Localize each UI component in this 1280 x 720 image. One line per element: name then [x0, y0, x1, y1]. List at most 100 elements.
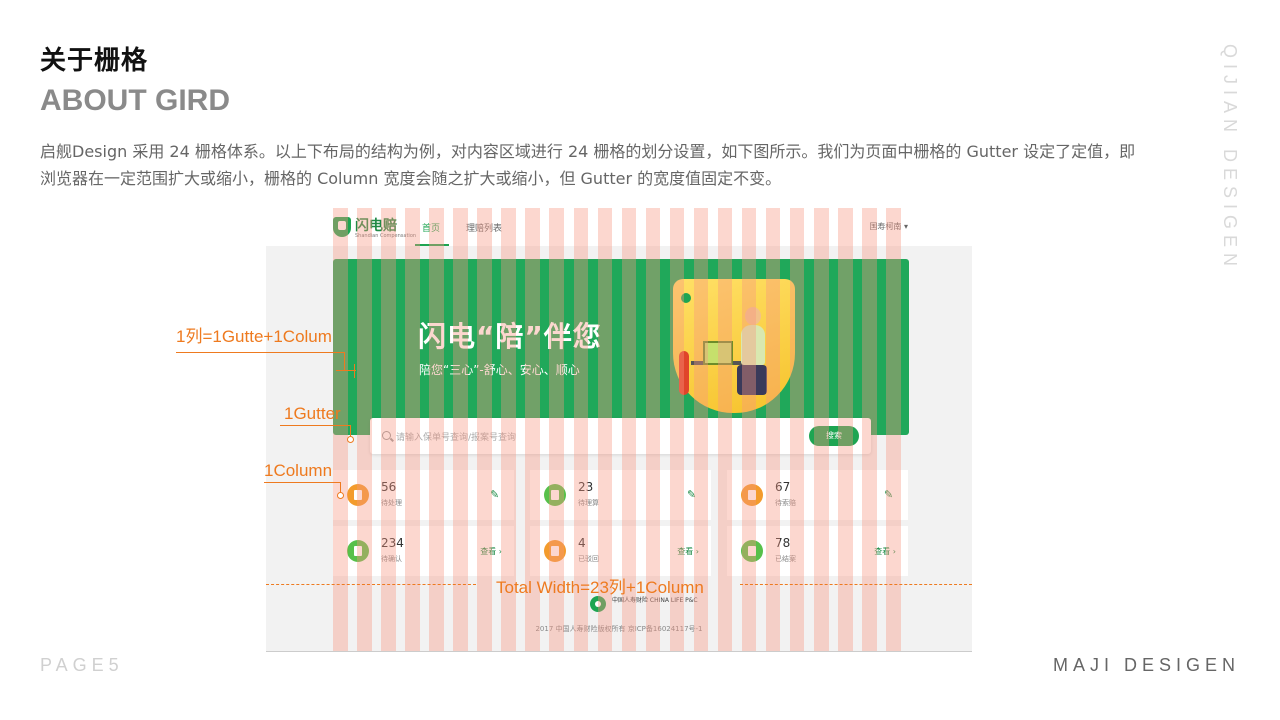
- nav-user-menu[interactable]: 国寿柯南 ▾: [869, 222, 908, 231]
- annotation-marker-dot: [347, 436, 354, 443]
- monitor-illustration: [703, 341, 733, 365]
- annotation-leader-line: [176, 352, 344, 353]
- grid-column: [573, 208, 588, 651]
- stat-label: 待处理: [381, 499, 402, 507]
- stat-label: 待确认: [381, 555, 402, 563]
- annotation-column-formula: 1列=1Gutte+1Colum: [176, 327, 332, 346]
- grid-column: [405, 208, 420, 651]
- annotation-leader-line: [280, 425, 350, 426]
- nav-active-indicator: [415, 244, 449, 246]
- mockup-logo-text: 闪电赔: [355, 218, 397, 234]
- pencil-icon[interactable]: ✎: [687, 488, 697, 501]
- stat-card-confirm[interactable]: 234 待确认 查看 ›: [333, 526, 514, 576]
- shield-logo-icon: [333, 217, 351, 237]
- brand-mini-icon: [681, 293, 691, 303]
- annotation-leader-line: [264, 482, 340, 483]
- annotation-bracket-line: [336, 370, 356, 371]
- grid-column: [862, 208, 877, 651]
- grid-column: [477, 208, 492, 651]
- stat-label: 已结案: [775, 555, 796, 563]
- annotation-leader-line: [340, 482, 341, 493]
- calendar-icon: [544, 540, 566, 562]
- grid-column: [886, 208, 901, 651]
- grid-column: [814, 208, 829, 651]
- person-legs-illustration: [737, 365, 767, 395]
- mockup-logo-subtext: Shandian Compensation: [355, 233, 417, 239]
- banner-subtitle: 陪您“三心”-舒心、安心、顺心: [419, 363, 580, 377]
- grid-column: [789, 208, 805, 651]
- stat-value: 23: [578, 480, 594, 494]
- hero-banner: 闪电“陪”伴您 陪您“三心”-舒心、安心、顺心: [333, 259, 909, 435]
- banner-title: 闪电“陪”伴您: [418, 320, 602, 353]
- annotation-bracket-line: [354, 364, 355, 378]
- person-illustration: [741, 325, 765, 365]
- document-icon: [741, 540, 763, 562]
- footer-brand-text: 中国人寿财险 CHINA LIFE P&C: [612, 597, 698, 604]
- annotation-leader-line: [344, 352, 345, 370]
- document-icon: [741, 484, 763, 506]
- stat-card-pending[interactable]: 56 待处理 ✎: [333, 470, 514, 520]
- search-input[interactable]: 请输入保单号查询/报案号查询: [396, 433, 517, 443]
- stat-value: 234: [381, 536, 404, 550]
- stat-card-calculating[interactable]: 23 待理算 ✎: [530, 470, 711, 520]
- app-mockup: 闪电赔 Shandian Compensation 首页 理赔列表 国寿柯南 ▾…: [266, 208, 972, 652]
- page-title: 关于栅格: [40, 46, 149, 76]
- nav-item-home[interactable]: 首页: [422, 224, 441, 234]
- footer-copyright: 2017 中国人寿财险版权所有 京ICP备16024117号-1: [535, 625, 703, 633]
- page-subtitle: ABOUT GIRD: [40, 84, 230, 117]
- search-button[interactable]: 搜索: [809, 426, 859, 446]
- person-head-illustration: [745, 307, 761, 325]
- stat-value: 67: [775, 480, 791, 494]
- grid-column: [597, 208, 613, 651]
- annotation-leader-line: [350, 425, 351, 437]
- document-icon: [347, 540, 369, 562]
- side-vertical-text: QIJIAN DESIGEN: [1220, 44, 1240, 273]
- view-link[interactable]: 查看 ›: [480, 547, 502, 556]
- stat-card-rejected[interactable]: 4 已驳回 查看 ›: [530, 526, 711, 576]
- total-width-dashed-line-right: [740, 584, 972, 585]
- grid-column: [381, 208, 396, 651]
- brand-footer: MAJI DESIGEN: [1052, 655, 1240, 675]
- pencil-icon[interactable]: ✎: [490, 488, 500, 501]
- grid-column: [838, 208, 853, 651]
- grid-column: [741, 208, 757, 651]
- annotation-marker-dot: [337, 492, 344, 499]
- nav-item-claims[interactable]: 理赔列表: [466, 224, 503, 234]
- stat-label: 已驳回: [578, 555, 599, 563]
- grid-column: [333, 208, 348, 651]
- mockup-navbar: 闪电赔 Shandian Compensation 首页 理赔列表 国寿柯南 ▾: [266, 208, 972, 246]
- grid-column: [717, 208, 733, 651]
- stat-value: 4: [578, 536, 586, 550]
- grid-column: [453, 208, 468, 651]
- search-icon: [382, 431, 391, 440]
- grid-column: [525, 208, 540, 651]
- banner-illustration: [673, 279, 795, 413]
- total-width-dashed-line-left: [266, 584, 476, 585]
- stat-label: 待索赔: [775, 499, 796, 507]
- grid-column: [621, 208, 637, 651]
- china-life-logo-icon: [590, 596, 606, 612]
- grid-column: [693, 208, 709, 651]
- pencil-icon[interactable]: ✎: [884, 488, 894, 501]
- grid-column: [429, 208, 444, 651]
- grid-column: [645, 208, 661, 651]
- view-link[interactable]: 查看 ›: [874, 547, 896, 556]
- grid-column: [669, 208, 685, 651]
- annotation-total-width: Total Width=23列+1Column: [496, 578, 704, 597]
- grid-column: [357, 208, 372, 651]
- view-link[interactable]: 查看 ›: [677, 547, 699, 556]
- grid-column: [549, 208, 564, 651]
- calculator-icon: [544, 484, 566, 506]
- page-number: PAGE5: [40, 655, 124, 675]
- stat-label: 待理算: [578, 499, 599, 507]
- nav-user-name: 国寿柯南: [869, 222, 902, 231]
- grid-column: [765, 208, 781, 651]
- stat-card-closed[interactable]: 78 已结案 查看 ›: [727, 526, 908, 576]
- stat-value: 56: [381, 480, 397, 494]
- annotation-column: 1Column: [264, 461, 333, 480]
- search-bar: 请输入保单号查询/报案号查询 搜索: [370, 418, 871, 454]
- stat-card-claiming[interactable]: 67 待索赔 ✎: [727, 470, 908, 520]
- description-paragraph: 启舰Design 采用 24 栅格体系。以上下布局的结构为例，对内容区域进行 2…: [40, 142, 1136, 188]
- document-icon: [347, 484, 369, 506]
- stat-value: 78: [775, 536, 791, 550]
